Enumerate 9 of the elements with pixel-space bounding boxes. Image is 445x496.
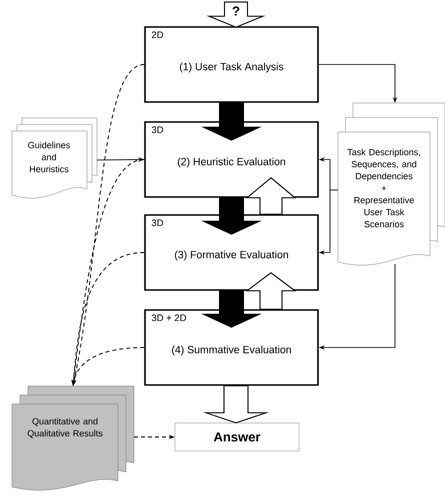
process-box: 3D (3) Formative Evaluation (144, 214, 319, 291)
process-box: 3D + 2D (4) Summative Evaluation (144, 309, 319, 386)
document-stack: Guidelines and Heuristics (12, 118, 98, 198)
answer-box: Answer (174, 422, 300, 452)
document-stack: Quantitative and Qualitative Results (12, 386, 134, 490)
process-box: 3D (2) Heuristic Evaluation (144, 121, 319, 198)
edge-label: ? (231, 5, 241, 17)
process-box: 2D (1) User Task Analysis (144, 26, 319, 103)
document-stack: Task Descriptions, Sequences, and Dependencies + Representative User Task Scenarios (338, 102, 445, 266)
